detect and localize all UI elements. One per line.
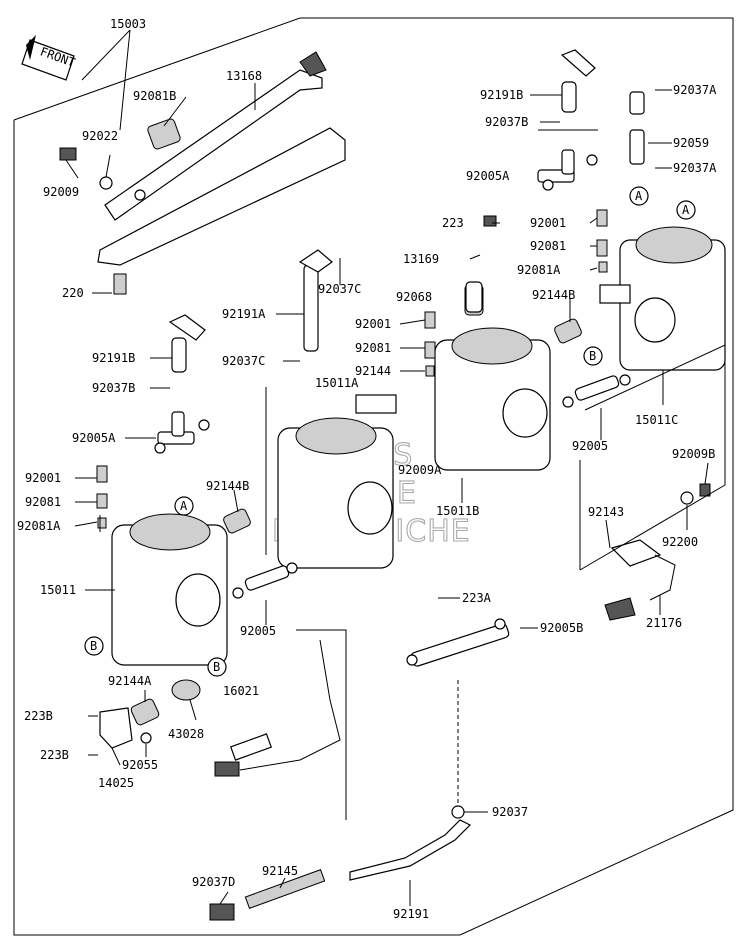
label-13169: 13169 xyxy=(403,252,439,266)
label-92081b: 92081B xyxy=(133,89,176,103)
callout-a-1: A xyxy=(629,186,649,206)
part-labels: 15003 13168 92081B 92022 92009 220 92191… xyxy=(17,17,717,921)
label-92191b-top: 92191B xyxy=(480,88,523,102)
label-92037c-2: 92037C xyxy=(222,354,265,368)
label-92200: 92200 xyxy=(662,535,698,549)
callout-b-3: B xyxy=(207,657,227,677)
label-92037a-2: 92037A xyxy=(673,161,717,175)
leader-lines xyxy=(65,29,709,906)
label-92081a-right: 92081A xyxy=(517,263,561,277)
label-92037d: 92037D xyxy=(192,875,235,889)
springs-and-screws xyxy=(96,209,608,726)
label-92009a: 92009A xyxy=(398,463,442,477)
label-15011c: 15011C xyxy=(635,413,678,427)
label-92055: 92055 xyxy=(122,758,158,772)
label-92009b: 92009B xyxy=(672,447,715,461)
label-92001-left: 92001 xyxy=(25,471,61,485)
svg-text:A: A xyxy=(180,499,188,513)
label-15003: 15003 xyxy=(110,17,146,31)
label-92037a-1: 92037A xyxy=(673,83,717,97)
fuel-pipe-92005b xyxy=(406,618,510,667)
label-92005a-top: 92005A xyxy=(466,169,510,183)
label-92001-right: 92001 xyxy=(530,216,566,230)
front-arrow-badge: FRONT xyxy=(21,35,77,81)
label-92143: 92143 xyxy=(588,505,624,519)
svg-text:B: B xyxy=(213,660,220,674)
label-92144b-left: 92144B xyxy=(206,479,249,493)
label-92081-right: 92081 xyxy=(530,239,566,253)
label-13168: 13168 xyxy=(226,69,262,83)
label-92144a: 92144A xyxy=(108,674,152,688)
label-92037: 92037 xyxy=(492,805,528,819)
label-92068: 92068 xyxy=(396,290,432,304)
joint-92005-left xyxy=(232,562,298,599)
carburetor-15011b xyxy=(434,284,551,471)
label-92005a-left: 92005A xyxy=(72,431,116,445)
label-92191: 92191 xyxy=(393,907,429,921)
label-92005-left: 92005 xyxy=(240,624,276,638)
label-92144-middle: 92144 xyxy=(355,364,391,378)
label-92009: 92009 xyxy=(43,185,79,199)
label-92059: 92059 xyxy=(673,136,709,150)
bracket-13168 xyxy=(97,51,346,266)
carburetor-15011a xyxy=(277,394,397,569)
label-92005b: 92005B xyxy=(540,621,583,635)
label-15011: 15011 xyxy=(40,583,76,597)
label-92081-middle: 92081 xyxy=(355,341,391,355)
hoses-and-fittings xyxy=(168,49,645,921)
label-223b-2: 223B xyxy=(40,748,69,762)
cable-16021 xyxy=(214,639,341,777)
label-92081-left: 92081 xyxy=(25,495,61,509)
carburetor-15011c xyxy=(599,226,726,371)
label-16021: 16021 xyxy=(223,684,259,698)
label-92022: 92022 xyxy=(82,129,118,143)
assembly-frame xyxy=(13,17,734,936)
svg-text:B: B xyxy=(90,639,97,653)
t-fitting-92005a-left xyxy=(154,411,210,454)
label-14025: 14025 xyxy=(98,776,134,790)
label-92144b-right: 92144B xyxy=(532,288,575,302)
callout-a-2: A xyxy=(676,200,696,220)
label-223a: 223A xyxy=(462,591,492,605)
linkage-21176 xyxy=(604,483,711,621)
callout-a-3: A xyxy=(174,496,194,516)
callout-b-1: B xyxy=(583,346,603,366)
label-92037b-left: 92037B xyxy=(92,381,135,395)
callout-b-2: B xyxy=(84,636,104,656)
joint-92005-right xyxy=(562,374,631,408)
label-92037c-1: 92037C xyxy=(318,282,361,296)
cover-14025 xyxy=(99,679,201,749)
label-223: 223 xyxy=(442,216,464,230)
label-92005-right: 92005 xyxy=(572,439,608,453)
label-92145: 92145 xyxy=(262,864,298,878)
sub-frames xyxy=(99,129,726,820)
label-92037b-top: 92037B xyxy=(485,115,528,129)
t-fitting-92005a-top xyxy=(537,149,598,191)
svg-text:A: A xyxy=(682,203,690,217)
spring-92081b xyxy=(59,118,181,295)
label-223b-1: 223B xyxy=(24,709,53,723)
svg-text:A: A xyxy=(635,189,643,203)
label-92081a-left: 92081A xyxy=(17,519,61,533)
carburetor-15011 xyxy=(111,513,228,666)
label-92001-middle: 92001 xyxy=(355,317,391,331)
label-92191a: 92191A xyxy=(222,307,266,321)
label-15011a: 15011A xyxy=(315,376,359,390)
svg-text:B: B xyxy=(589,349,596,363)
label-220: 220 xyxy=(62,286,84,300)
label-15011b: 15011B xyxy=(436,504,479,518)
label-43028: 43028 xyxy=(168,727,204,741)
label-21176: 21176 xyxy=(646,616,682,630)
label-92191b-left: 92191B xyxy=(92,351,135,365)
